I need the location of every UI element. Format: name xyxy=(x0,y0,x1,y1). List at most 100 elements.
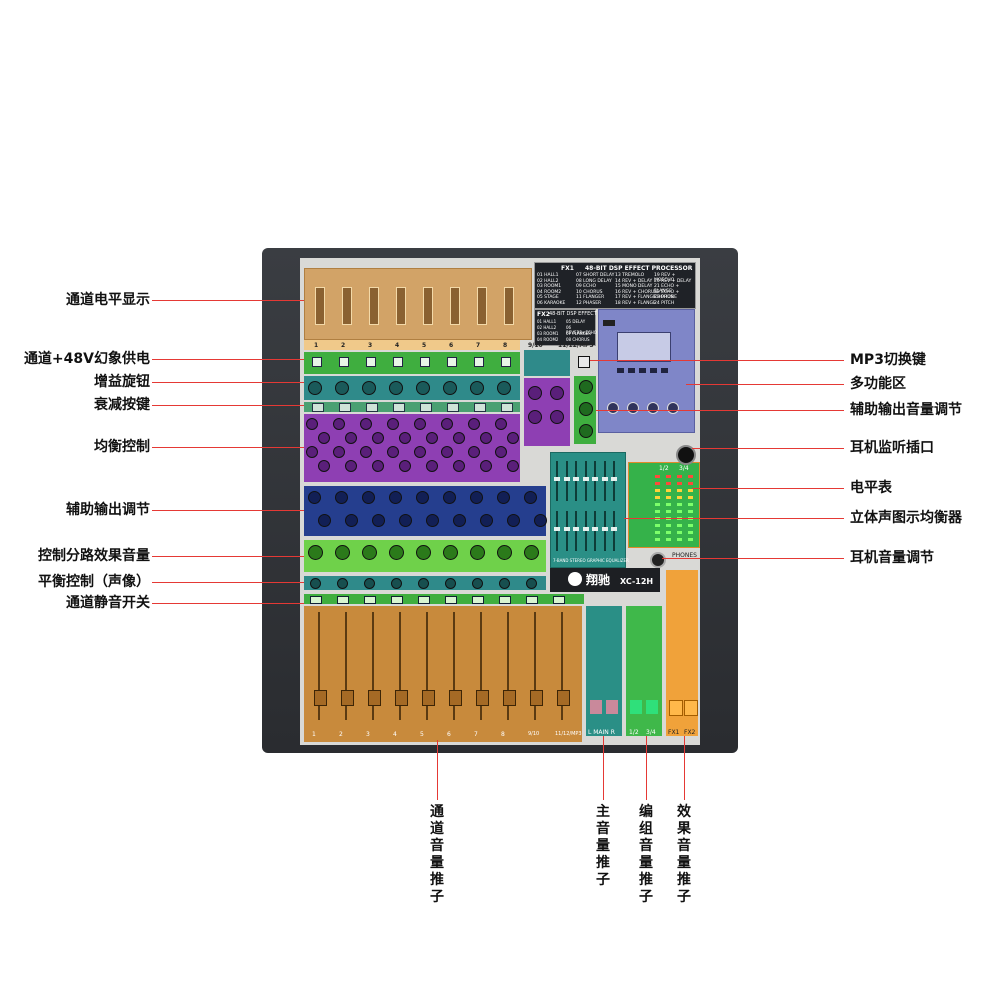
pad-button[interactable] xyxy=(393,403,405,412)
phantom-button[interactable] xyxy=(366,357,376,367)
pan-knob[interactable] xyxy=(391,578,402,589)
multi-function-button[interactable] xyxy=(628,368,635,373)
geq-slider-cap[interactable] xyxy=(573,477,579,481)
eq-knob[interactable] xyxy=(414,446,426,458)
pan-knob[interactable] xyxy=(499,578,510,589)
gain-knob[interactable] xyxy=(389,381,403,395)
multi-function-knob[interactable] xyxy=(607,402,619,414)
phantom-button[interactable] xyxy=(501,357,511,367)
pan-knob[interactable] xyxy=(526,578,537,589)
geq-slider-cap[interactable] xyxy=(592,527,598,531)
channel-fader-cap[interactable] xyxy=(530,690,543,706)
phantom-button[interactable] xyxy=(447,357,457,367)
eq-knob[interactable] xyxy=(468,446,480,458)
multi-function-button[interactable] xyxy=(639,368,646,373)
fx-send-knob[interactable] xyxy=(443,545,458,560)
eq-knob[interactable] xyxy=(453,432,465,444)
gain-knob[interactable] xyxy=(470,381,484,395)
aux-knob[interactable] xyxy=(308,491,321,504)
fx-send-knob[interactable] xyxy=(497,545,512,560)
aux-knob[interactable] xyxy=(318,514,331,527)
eq-knob[interactable] xyxy=(345,432,357,444)
fx-send-knob[interactable] xyxy=(470,545,485,560)
multi-function-button[interactable] xyxy=(617,368,624,373)
channel-fader-cap[interactable] xyxy=(341,690,354,706)
geq-slider-cap[interactable] xyxy=(592,477,598,481)
mute-button[interactable] xyxy=(337,596,349,604)
mp3-switch-button[interactable] xyxy=(578,356,590,368)
aux-knob[interactable] xyxy=(362,491,375,504)
phantom-button[interactable] xyxy=(339,357,349,367)
geq-slider-cap[interactable] xyxy=(611,527,617,531)
mute-button[interactable] xyxy=(526,596,538,604)
mute-button[interactable] xyxy=(472,596,484,604)
pad-button[interactable] xyxy=(420,403,432,412)
multi-function-button[interactable] xyxy=(661,368,668,373)
geq-slider-cap[interactable] xyxy=(563,527,570,531)
eq-knob[interactable] xyxy=(414,418,426,430)
pan-knob[interactable] xyxy=(445,578,456,589)
mute-button[interactable] xyxy=(310,596,322,604)
channel-fader-cap[interactable] xyxy=(368,690,381,706)
pad-button[interactable] xyxy=(312,403,324,412)
mute-button[interactable] xyxy=(391,596,403,604)
geq-slider-cap[interactable] xyxy=(563,477,570,481)
main-fader-cap-r[interactable] xyxy=(606,700,618,714)
eq-knob[interactable] xyxy=(453,460,465,472)
eq-knob[interactable] xyxy=(372,460,384,472)
geq-slider-cap[interactable] xyxy=(601,477,608,481)
fx1-fader-cap[interactable] xyxy=(669,700,683,716)
aux-out-knob[interactable] xyxy=(579,380,593,394)
aux-knob[interactable] xyxy=(335,491,348,504)
channel-fader-cap[interactable] xyxy=(476,690,489,706)
aux-knob[interactable] xyxy=(497,491,510,504)
gain-knob[interactable] xyxy=(416,381,430,395)
aux-out-knob[interactable] xyxy=(579,424,593,438)
pan-knob[interactable] xyxy=(310,578,321,589)
fx-send-knob[interactable] xyxy=(335,545,350,560)
eq-knob[interactable] xyxy=(306,418,318,430)
aux-knob[interactable] xyxy=(534,514,547,527)
pad-button[interactable] xyxy=(501,403,513,412)
geq-slider-cap[interactable] xyxy=(601,527,608,531)
group-fader-cap-2[interactable] xyxy=(646,700,658,714)
aux-knob[interactable] xyxy=(389,491,402,504)
aux-knob[interactable] xyxy=(399,514,412,527)
stereo-eq-knob[interactable] xyxy=(528,386,542,400)
channel-fader-cap[interactable] xyxy=(449,690,462,706)
eq-knob[interactable] xyxy=(480,460,492,472)
gain-knob[interactable] xyxy=(308,381,322,395)
eq-knob[interactable] xyxy=(387,446,399,458)
eq-knob[interactable] xyxy=(360,418,372,430)
phantom-button[interactable] xyxy=(420,357,430,367)
gain-knob[interactable] xyxy=(497,381,511,395)
fx-send-knob[interactable] xyxy=(362,545,377,560)
multi-function-button[interactable] xyxy=(650,368,657,373)
aux-knob[interactable] xyxy=(443,491,456,504)
eq-knob[interactable] xyxy=(306,446,318,458)
eq-knob[interactable] xyxy=(468,418,480,430)
pad-button[interactable] xyxy=(339,403,351,412)
eq-knob[interactable] xyxy=(507,432,519,444)
pad-button[interactable] xyxy=(447,403,459,412)
eq-knob[interactable] xyxy=(441,418,453,430)
eq-knob[interactable] xyxy=(387,418,399,430)
mute-button[interactable] xyxy=(445,596,457,604)
geq-slider-cap[interactable] xyxy=(573,527,579,531)
phantom-button[interactable] xyxy=(393,357,403,367)
eq-knob[interactable] xyxy=(507,460,519,472)
channel-fader-cap[interactable] xyxy=(314,690,327,706)
stereo-eq-knob[interactable] xyxy=(550,410,564,424)
aux-out-knob[interactable] xyxy=(579,402,593,416)
channel-fader-cap[interactable] xyxy=(557,690,570,706)
fx-send-knob[interactable] xyxy=(416,545,431,560)
eq-knob[interactable] xyxy=(360,446,372,458)
fx-send-knob[interactable] xyxy=(524,545,539,560)
eq-knob[interactable] xyxy=(426,432,438,444)
pan-knob[interactable] xyxy=(364,578,375,589)
mute-button[interactable] xyxy=(499,596,511,604)
aux-knob[interactable] xyxy=(480,514,493,527)
pan-knob[interactable] xyxy=(337,578,348,589)
eq-knob[interactable] xyxy=(399,432,411,444)
aux-knob[interactable] xyxy=(426,514,439,527)
